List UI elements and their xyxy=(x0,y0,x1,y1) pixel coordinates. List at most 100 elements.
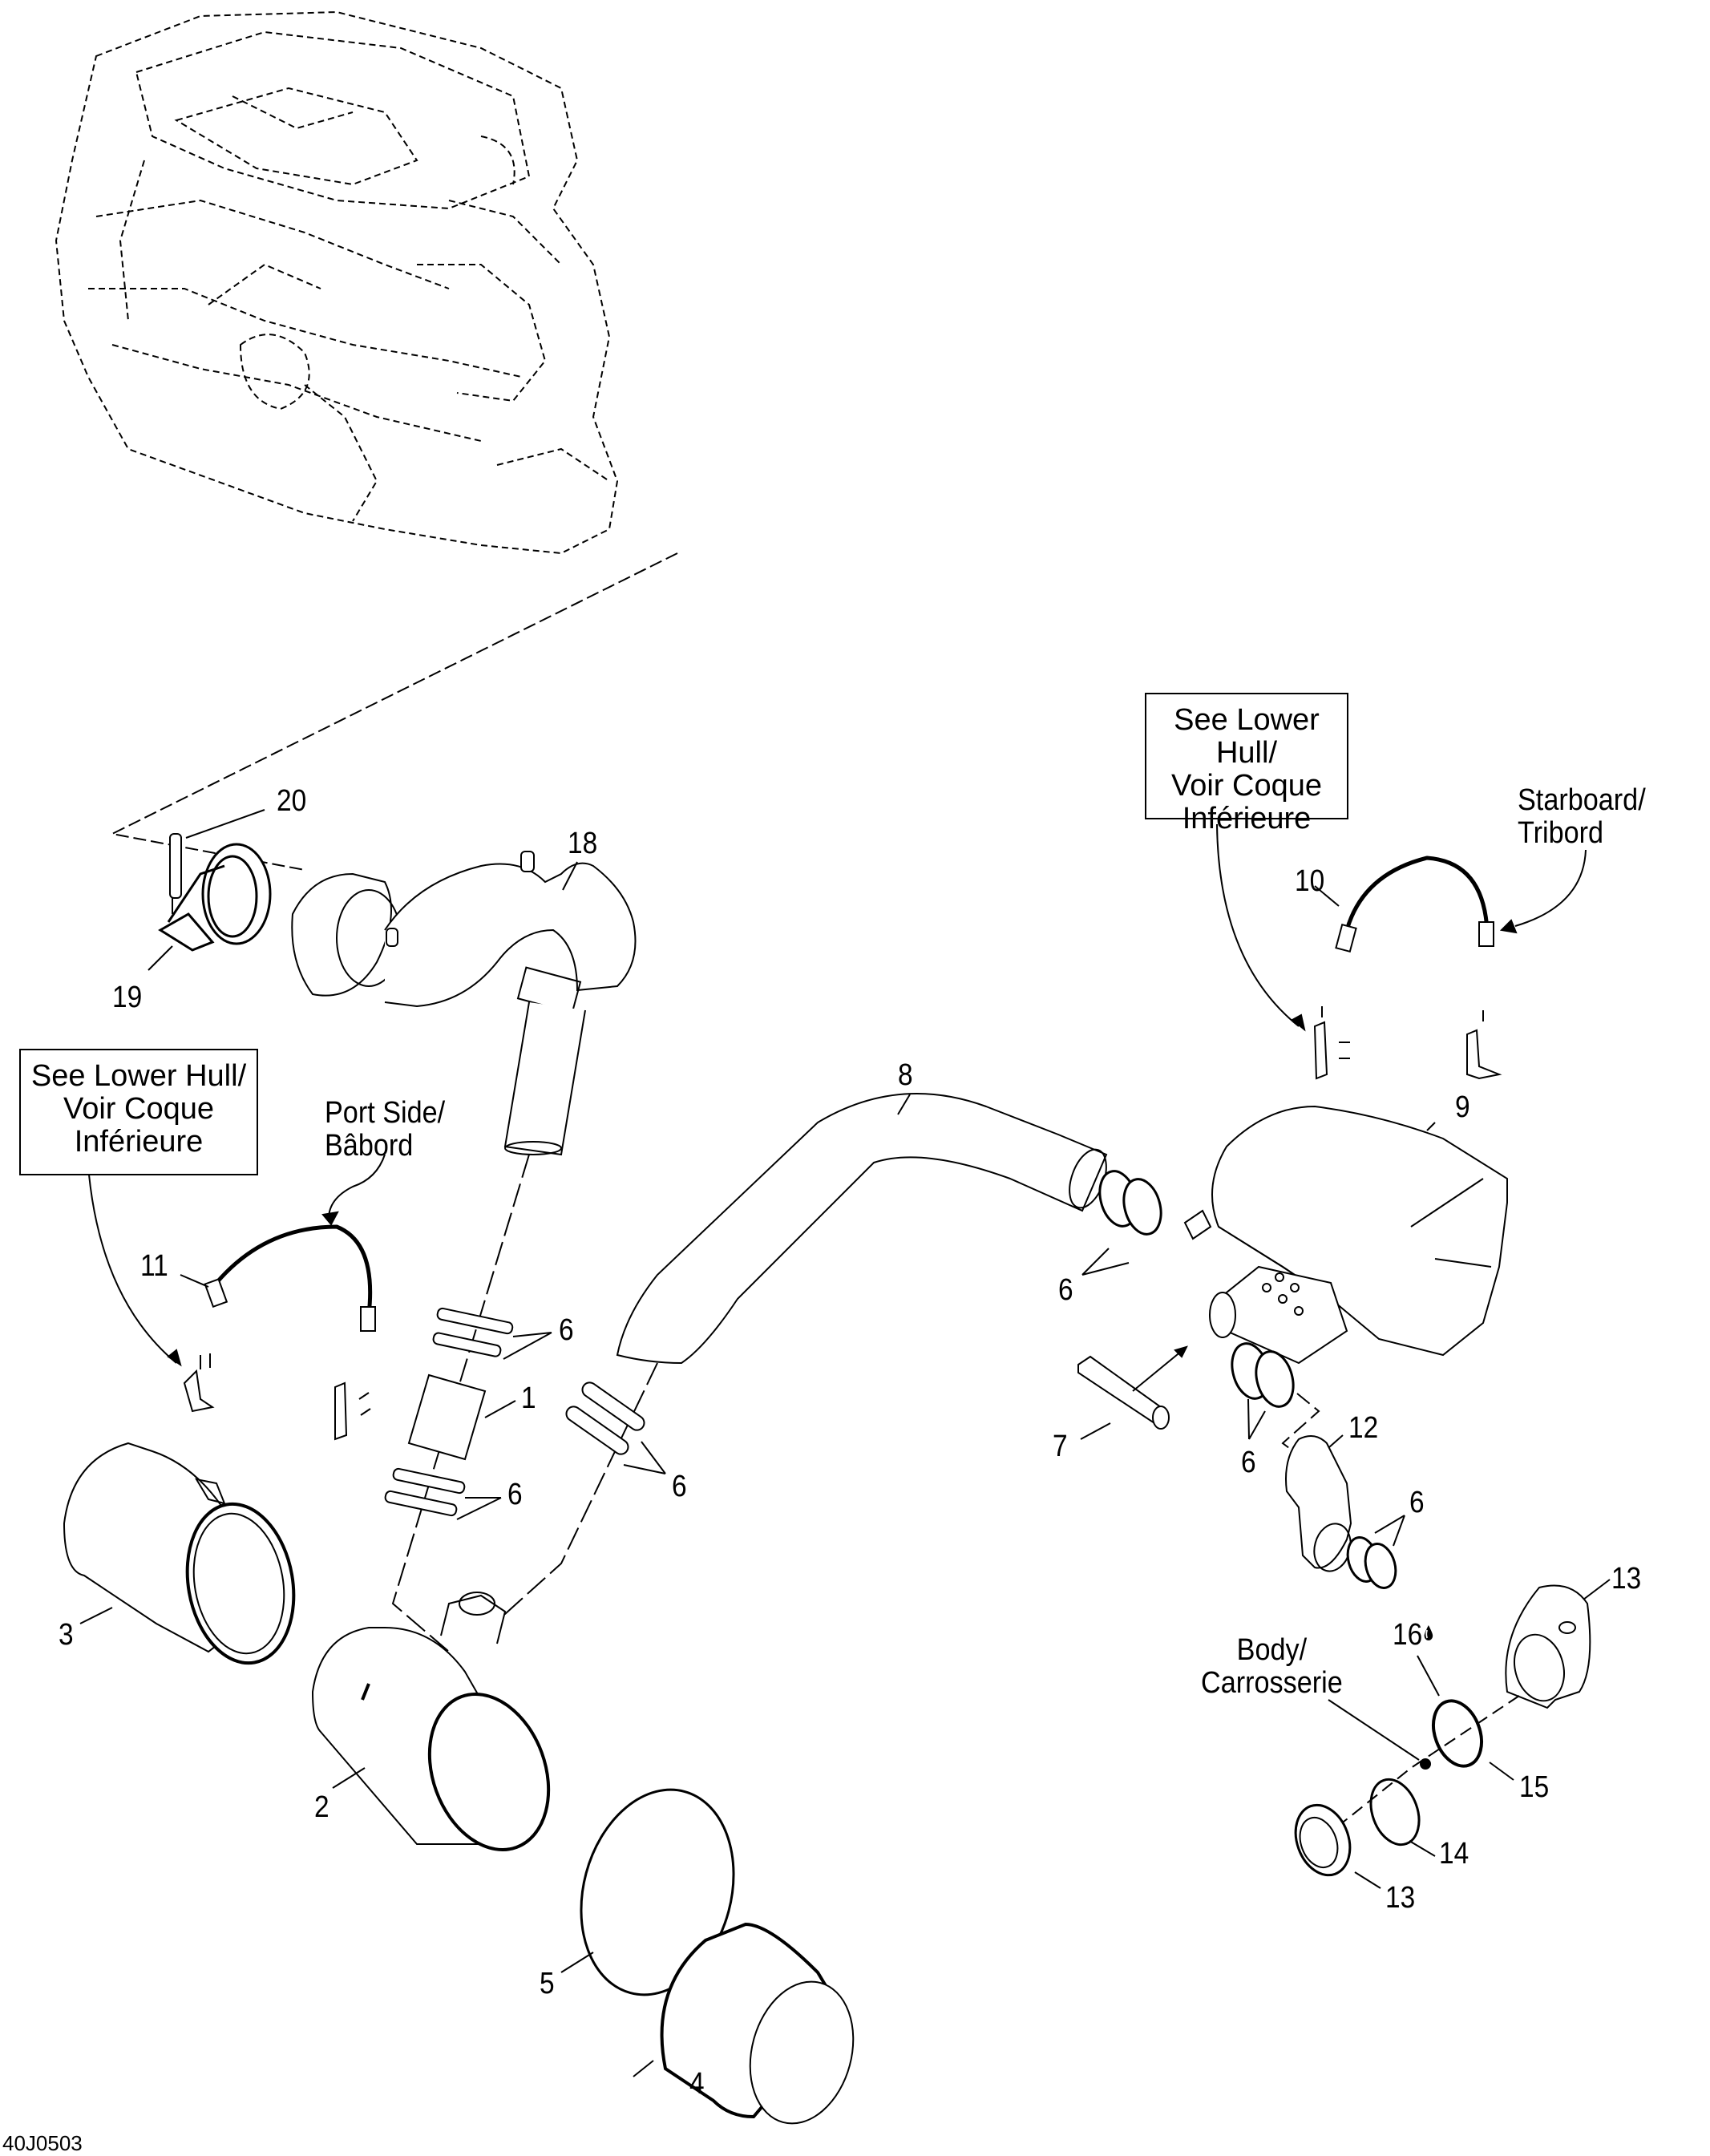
callout-5: 5 xyxy=(540,1967,555,2000)
axis-line-body xyxy=(1314,1695,1520,1845)
callout-15: 14 xyxy=(1439,1837,1469,1871)
note-line: See Lower Hull/ xyxy=(30,1059,247,1093)
note-line: Bâbord xyxy=(325,1129,414,1163)
part-10-hose xyxy=(1077,1355,1170,1430)
note-port-side: Port Side/ Bâbord xyxy=(325,1097,445,1163)
part-9-strap xyxy=(1344,856,1490,931)
callout-8: 9 xyxy=(1455,1090,1470,1124)
axis-line-port xyxy=(391,1154,530,1652)
body-leader xyxy=(1328,1699,1420,1761)
callout-10: 7 xyxy=(1053,1430,1068,1463)
center-clamps xyxy=(565,1381,645,1455)
leader-1 xyxy=(484,1400,516,1418)
leader-7 xyxy=(897,1094,911,1115)
port-clamps-upper xyxy=(432,1307,514,1357)
callout-4: 4 xyxy=(689,2067,705,2101)
callout-7: 8 xyxy=(898,1058,913,1092)
callout-13: 13 xyxy=(1611,1562,1642,1596)
leader-19 xyxy=(148,945,173,971)
note-line: Voir Coque xyxy=(1170,769,1322,803)
callout-2: 2 xyxy=(314,1790,329,1824)
port-clamps-lower xyxy=(384,1467,466,1517)
callout-20: 20 xyxy=(277,784,307,818)
engine-outline xyxy=(55,10,619,555)
leader-3 xyxy=(79,1607,113,1624)
part-13-outlet-elbow xyxy=(1505,1584,1591,1709)
part-2-muffler xyxy=(311,1592,551,1851)
part-3-end-cap xyxy=(63,1442,296,1665)
callout-12: 12 xyxy=(1348,1411,1379,1445)
leader-14 xyxy=(1354,1871,1381,1889)
leader-6d xyxy=(1081,1248,1130,1276)
assembly-leader-line xyxy=(109,552,678,871)
callout-14: 13 xyxy=(1385,1881,1416,1915)
reference-code: 40J0503 xyxy=(2,2131,83,2155)
leader-9 xyxy=(1314,885,1340,907)
starboard-brackets xyxy=(1313,1006,1502,1080)
part-4-tail-cap xyxy=(660,1922,855,2125)
leader-5 xyxy=(560,1952,594,1973)
strap-end xyxy=(1478,921,1494,947)
body-mount-point xyxy=(1420,1758,1431,1770)
callout-17: 16 xyxy=(1393,1620,1433,1650)
port-brackets xyxy=(183,1353,371,1441)
part-1-coupler xyxy=(407,1373,487,1461)
strap-end xyxy=(1335,923,1357,953)
leader-15 xyxy=(1409,1840,1436,1857)
part-8-resonator xyxy=(1183,1105,1508,1365)
note-body: Body/ Carrosserie xyxy=(1201,1634,1343,1700)
callout-6-hose: 6 xyxy=(1409,1486,1425,1519)
resonator-outlet-clamps xyxy=(1231,1342,1295,1408)
callout-16: 15 xyxy=(1519,1770,1550,1804)
callout-18: 18 xyxy=(568,827,598,860)
leader-6a xyxy=(503,1332,552,1360)
leader-11 xyxy=(180,1274,209,1288)
leader-13 xyxy=(1583,1579,1611,1600)
leader-6b xyxy=(456,1497,502,1520)
callout-6-center: 6 xyxy=(672,1470,687,1503)
note-lower-hull-port: See Lower Hull/ Voir Coque Inférieure xyxy=(19,1049,258,1175)
part-18-exhaust-elbow xyxy=(291,851,637,1156)
leader-2 xyxy=(332,1767,366,1789)
callout-19: 19 xyxy=(112,981,143,1014)
callout-6-inlet: 6 xyxy=(1058,1273,1073,1307)
callout-6-port-lower: 6 xyxy=(507,1478,523,1511)
callout-6-port-upper: 6 xyxy=(559,1313,574,1347)
leader-12 xyxy=(1328,1434,1344,1448)
port-side-leader xyxy=(328,1154,386,1220)
part-15-gasket xyxy=(1369,1778,1421,1847)
callout-3: 3 xyxy=(59,1618,74,1652)
starboard-leader xyxy=(1514,849,1587,927)
leader-18 xyxy=(562,861,578,891)
part-16-seal xyxy=(1432,1699,1483,1768)
part-19-clamp xyxy=(158,843,272,952)
leader-8 xyxy=(1426,1122,1436,1131)
callout-11: 11 xyxy=(140,1249,168,1283)
part-12-hose xyxy=(1285,1435,1352,1569)
axis-line-center xyxy=(480,1362,658,1636)
note-line: Body/ xyxy=(1236,1633,1308,1667)
sealant-drop-icon xyxy=(1424,1625,1433,1640)
lower-hull-right-leader xyxy=(1216,823,1300,1027)
note-line: Tribord xyxy=(1518,816,1604,850)
callout-17-label: 16 xyxy=(1393,1618,1423,1652)
note-line: Inférieure xyxy=(74,1125,204,1159)
note-line: Starboard/ xyxy=(1518,783,1646,817)
callout-6-outlet: 6 xyxy=(1241,1446,1256,1479)
leader-6f xyxy=(1374,1515,1405,1547)
callout-1: 1 xyxy=(521,1381,536,1415)
note-line: See Lower Hull/ xyxy=(1174,703,1320,770)
leader-10 xyxy=(1080,1422,1111,1440)
outlet-hose-clamps xyxy=(1346,1536,1397,1589)
callout-9: 10 xyxy=(1295,864,1325,898)
part-11-strap xyxy=(215,1224,373,1316)
part-10-arrow-line xyxy=(1132,1346,1187,1392)
note-line: Port Side/ xyxy=(325,1096,446,1130)
leader-6c xyxy=(623,1441,666,1474)
part-20-pin xyxy=(169,833,182,914)
note-lower-hull-starboard: See Lower Hull/ Voir Coque Inférieure xyxy=(1145,693,1348,835)
note-line: Voir Coque xyxy=(63,1092,214,1126)
leader-20 xyxy=(185,809,265,839)
resonator-inlet-clamps xyxy=(1098,1170,1162,1236)
